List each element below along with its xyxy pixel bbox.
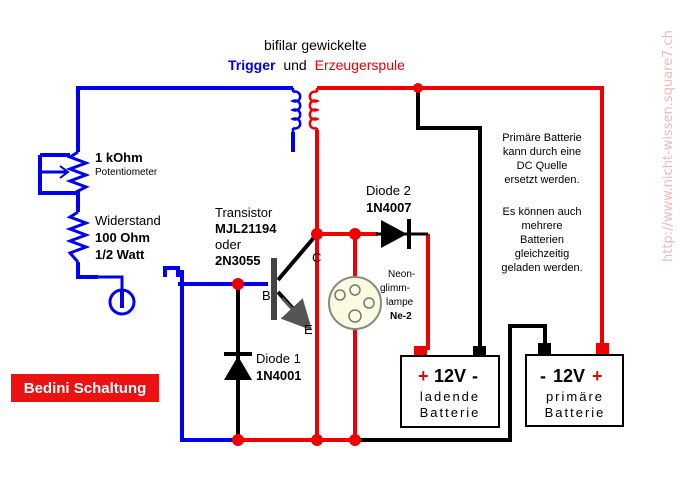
trigger-coil <box>290 88 302 132</box>
charging-voltage: 12V <box>434 366 466 386</box>
transistor-label: Transistor <box>215 205 273 220</box>
heading-und: und <box>283 57 306 73</box>
diode2-symbol <box>376 219 428 249</box>
diode2-label: Diode 2 <box>366 183 411 198</box>
pin-e-label: E <box>304 322 313 337</box>
trigger-circuit <box>38 86 295 442</box>
diode1-part: 1N4001 <box>256 368 302 383</box>
heading-trigger: Trigger <box>228 57 276 73</box>
neon-lamp <box>328 276 382 330</box>
charging-minus-terminal <box>473 346 486 356</box>
neon-label-1: Neon- <box>388 269 415 280</box>
charging-plus-sign: + <box>418 366 429 386</box>
potentiometer-label: Potentiometer <box>95 167 158 178</box>
note-line: Batterien <box>520 234 564 246</box>
transistor-alt: 2N3055 <box>215 253 261 268</box>
potentiometer-value: 1 kOhm <box>95 150 143 165</box>
transistor-base <box>271 258 277 320</box>
charging-plus-terminal <box>414 346 427 356</box>
resistor-power: 1/2 Watt <box>95 247 145 262</box>
note-line: DC Quelle <box>517 160 568 172</box>
note-line: kann durch eine <box>503 146 581 158</box>
charging-battery-box <box>400 355 500 428</box>
pin-c-label: C <box>312 250 321 265</box>
neon-label-2: glimm- <box>380 283 410 294</box>
note-text: Primäre Batterie kann durch eine DC Quel… <box>501 132 582 274</box>
transistor-part: MJL21194 <box>215 221 277 236</box>
primary-minus-terminal <box>538 343 551 355</box>
note-line: mehrere <box>522 220 563 232</box>
switch-symbol <box>98 275 136 316</box>
pin-b-label: B <box>262 288 271 303</box>
primary-label-2: Batterie <box>545 405 606 420</box>
junction-dots <box>232 83 423 446</box>
primary-voltage: 12V <box>553 366 585 386</box>
power-circuit <box>236 86 604 442</box>
note-line: Es können auch <box>503 206 582 218</box>
title-badge: Bedini Schaltung <box>11 374 159 402</box>
charging-minus-sign: - <box>472 366 478 386</box>
neon-label-3: lampe <box>386 297 414 308</box>
primary-minus-sign: - <box>540 366 546 386</box>
resistor-label: Widerstand <box>95 213 161 228</box>
note-line: ersetzt werden. <box>504 174 579 186</box>
charging-label-1: ladende <box>420 389 480 404</box>
neon-part: Ne-2 <box>390 311 412 322</box>
diode1-symbol <box>224 352 252 380</box>
heading-line2: Trigger und Erzeugerspule <box>228 57 405 73</box>
resistor-value: 100 Ohm <box>95 230 150 245</box>
potentiometer-symbol <box>40 150 91 193</box>
diode2-part: 1N4007 <box>366 200 412 215</box>
heading-erzeuger: Erzeugerspule <box>315 57 405 73</box>
primary-plus-terminal <box>596 343 609 355</box>
primary-label-1: primäre <box>546 389 604 404</box>
primary-battery-box <box>525 354 624 427</box>
diode1-label: Diode 1 <box>256 351 301 366</box>
note-line: geladen werden. <box>501 262 582 274</box>
heading-line1: bifilar gewickelte <box>264 37 367 53</box>
charging-label-2: Batterie <box>420 405 481 420</box>
generator-coil <box>308 88 320 132</box>
primary-plus-sign: + <box>592 366 603 386</box>
watermark-url: http://www.nicht-wissen.square7.ch <box>661 30 676 262</box>
emitter-arrow <box>280 296 313 331</box>
transistor-or: oder <box>215 237 242 252</box>
resistor-symbol <box>65 210 91 263</box>
note-line: gleichzeitig <box>515 248 569 260</box>
note-line: Primäre Batterie <box>502 132 581 144</box>
